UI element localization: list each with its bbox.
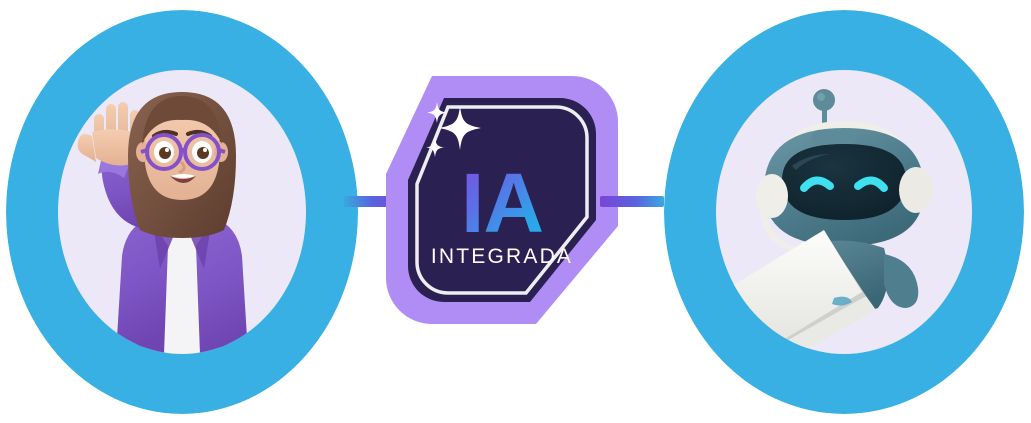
ai-robot-circle[interactable] — [664, 10, 1024, 414]
circle-inner-left — [58, 70, 306, 354]
connector-left — [344, 196, 408, 207]
badge-content: IA INTEGRADA — [386, 76, 618, 324]
person-waving-icon — [77, 92, 248, 354]
badge-subtitle: INTEGRADA — [430, 244, 574, 268]
robot-headset-icon — [718, 89, 933, 354]
sparkles-icon — [426, 102, 481, 157]
badge-core-shape — [408, 98, 596, 302]
connector-right — [600, 196, 664, 207]
circle-inner-right — [716, 70, 972, 354]
badge-acronym: IA — [457, 161, 547, 245]
human-avatar-circle[interactable] — [6, 10, 358, 414]
ia-integrada-badge[interactable]: IA INTEGRADA — [386, 76, 618, 324]
